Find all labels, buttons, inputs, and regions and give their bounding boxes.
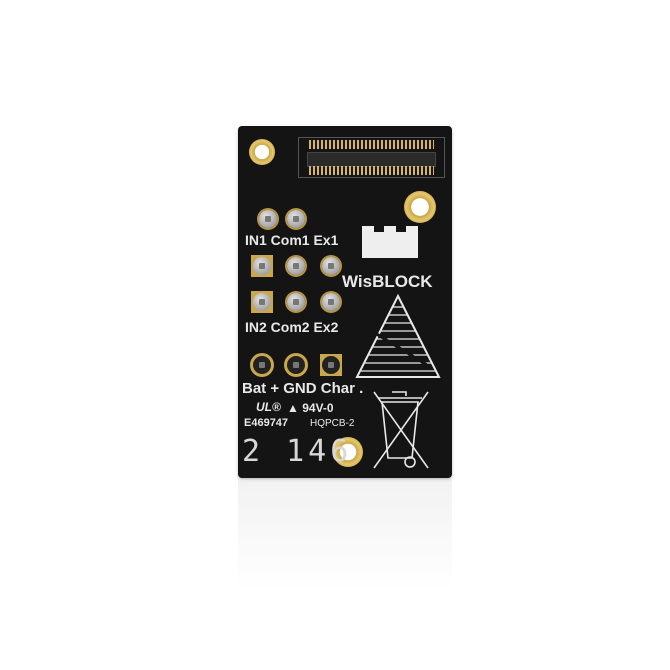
white-connector — [362, 226, 418, 258]
pin-ex2-pad — [322, 293, 340, 311]
brand-label: WisBLOCK — [342, 272, 433, 291]
pin-in2-pad — [253, 293, 271, 311]
pin-com1 — [287, 210, 305, 228]
board-reflection — [238, 480, 452, 590]
pin-in1 — [259, 210, 277, 228]
weee-recycle-bin-icon — [373, 391, 429, 469]
label-row2: IN2 Com2 Ex2 — [245, 319, 339, 335]
mounting-hole — [404, 191, 436, 223]
pin-bat — [253, 356, 271, 374]
esd-warning-icon — [355, 293, 441, 378]
flammability-rating: ▲ 94V-0 — [287, 401, 334, 415]
board-to-board-connector — [298, 137, 445, 178]
mounting-hole — [333, 437, 363, 467]
pin-com1-pad — [287, 257, 305, 275]
pin-char — [322, 356, 340, 374]
pin-in1-pad — [253, 257, 271, 275]
pin-gnd — [287, 356, 305, 374]
date-code: 2 146 — [242, 434, 353, 469]
pin-ex1-pad — [322, 257, 340, 275]
ul-file-number: E469747 — [244, 417, 289, 429]
pin-com2-pad — [287, 293, 305, 311]
ul-mark: UL® — [256, 400, 281, 414]
manufacturer-code: HQPCB-2 — [310, 418, 355, 429]
label-row3: Bat + GND Char . — [242, 380, 364, 397]
label-row1: IN1 Com1 Ex1 — [245, 232, 339, 248]
mounting-hole — [249, 139, 275, 165]
